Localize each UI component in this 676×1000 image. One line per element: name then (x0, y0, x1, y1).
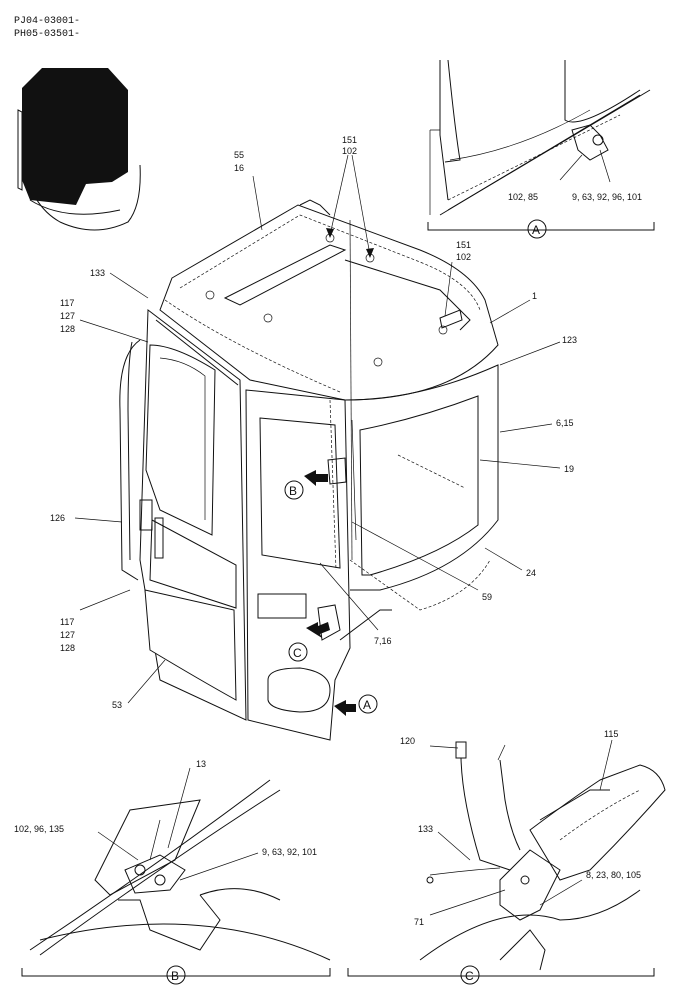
callout-102-mid: 102 (456, 252, 471, 262)
detail-c-duct (529, 764, 666, 881)
door-latch (327, 457, 347, 485)
callout-9-63-92-101-b: 9, 63, 92, 101 (262, 847, 317, 857)
front-lower-window (144, 589, 237, 701)
detail-b-plate (94, 799, 201, 896)
callout-128-bot: 128 (60, 643, 75, 653)
callout-133: 133 (90, 268, 105, 278)
callout-133-c: 133 (418, 824, 433, 834)
callout-16: 16 (234, 163, 244, 173)
callout-55: 55 (234, 150, 244, 160)
arrow-to-c (306, 622, 330, 638)
front-upper-window (145, 344, 216, 536)
callout-117-bot: 117 (60, 617, 74, 627)
callout-126: 126 (50, 513, 65, 523)
arrow-to-a (334, 700, 356, 716)
callout-13: 13 (196, 759, 206, 769)
serial-number-2: PH05-03501- (14, 29, 80, 40)
callout-8-23-80-105: 8, 23, 80, 105 (586, 870, 641, 880)
callout-102-96-135: 102, 96, 135 (14, 824, 64, 834)
detail-c-bracket (499, 849, 561, 921)
callout-127-bot: 127 (60, 630, 75, 640)
view-marker-a: A (363, 698, 371, 712)
detail-b-bracket (124, 854, 186, 894)
callout-19: 19 (564, 464, 574, 474)
callout-71: 71 (414, 917, 424, 927)
callout-1: 1 (532, 291, 537, 301)
cab-front-body (139, 309, 247, 721)
cab-silhouette (22, 68, 128, 205)
callout-151-mid: 151 (456, 240, 471, 250)
callout-59: 59 (482, 592, 492, 602)
callout-53: 53 (112, 700, 122, 710)
roof-vent-panel (223, 244, 347, 306)
view-marker-b: B (289, 484, 297, 498)
callout-7-16: 7,16 (374, 636, 392, 646)
door-lock (317, 604, 341, 641)
callout-117-top: 117 (60, 298, 74, 308)
view-marker-c: C (293, 646, 302, 660)
detail-a-tag: A (532, 223, 540, 237)
detail-c-view: C 120 115 133 8, 23, 80, 105 71 (347, 729, 666, 985)
detail-a-circle (527, 219, 547, 239)
arrow-to-b (304, 470, 328, 486)
detail-a-bracket (571, 124, 609, 161)
callout-6-15: 6,15 (556, 418, 574, 428)
front-crossbar (149, 519, 237, 609)
callout-151-top: 151 (342, 135, 357, 145)
detail-b-tag: B (171, 969, 179, 983)
locator-thumbnail (17, 68, 141, 231)
detail-b-view: B 13 102, 96, 135 9, 63, 92, 101 (14, 759, 331, 985)
callout-9-63-92-96-101-a: 9, 63, 92, 96, 101 (572, 192, 642, 202)
callout-123: 123 (562, 335, 577, 345)
callout-102-85: 102, 85 (508, 192, 538, 202)
door-handle-panel (257, 593, 307, 619)
door-window (259, 417, 341, 569)
cab-side-body (344, 364, 499, 591)
callout-127-top: 127 (60, 311, 75, 321)
callout-120: 120 (400, 736, 415, 746)
callout-128-top: 128 (60, 324, 75, 334)
callout-24: 24 (526, 568, 536, 578)
rear-side-window (359, 395, 479, 576)
detail-c-tag: C (465, 969, 474, 983)
roof-bracket (439, 309, 463, 329)
callout-115: 115 (604, 729, 618, 739)
callout-102-top: 102 (342, 146, 357, 156)
handrail (119, 339, 141, 581)
door-lower-recess (267, 667, 331, 713)
serial-number-1: PJ04-03001- (14, 16, 80, 27)
detail-a-view: A 102, 85 9, 63, 92, 96, 101 (427, 59, 655, 239)
cab-main-view: B C A 55 16 151 102 151 102 1 133 117 12… (50, 135, 577, 741)
connector-120 (455, 741, 467, 759)
